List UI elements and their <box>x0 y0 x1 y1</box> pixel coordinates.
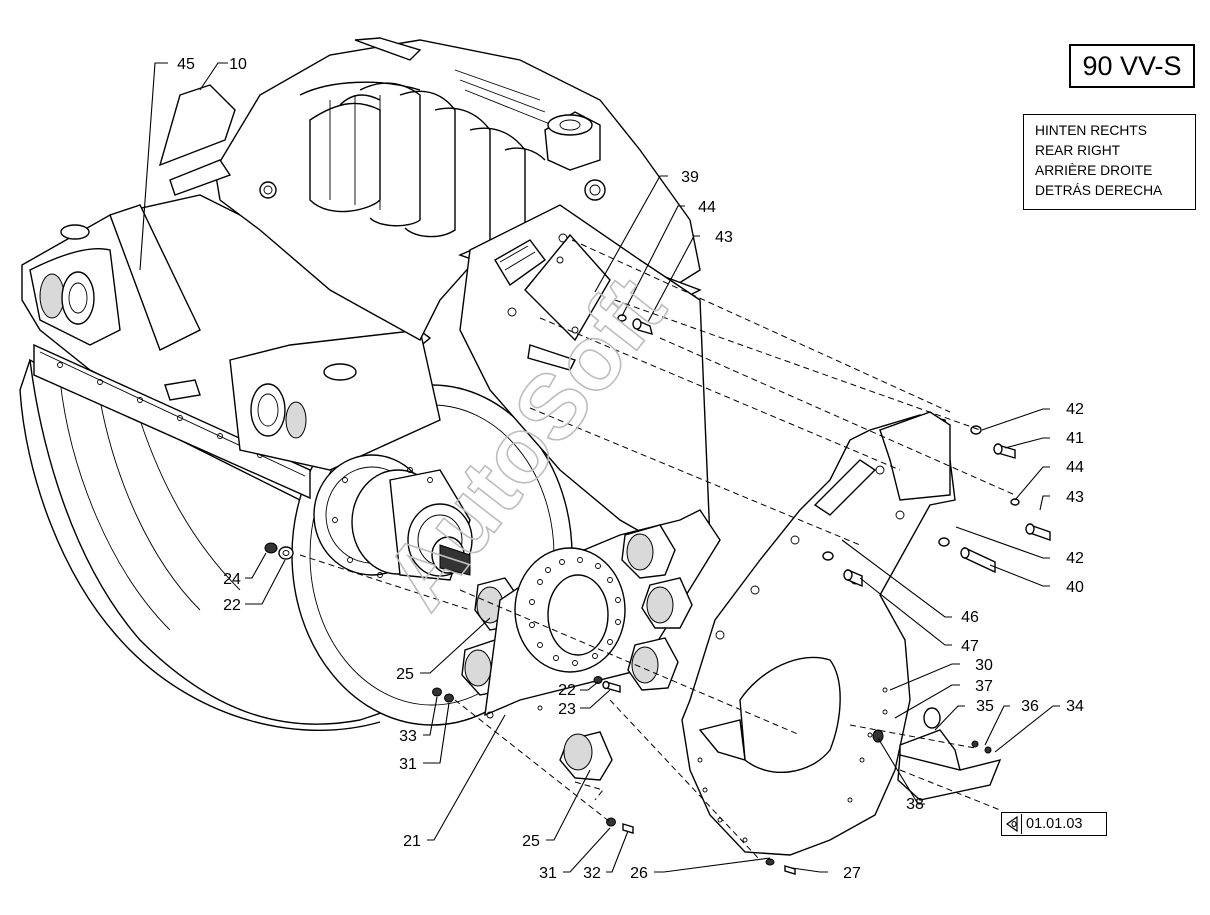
callout-47: 47 <box>961 638 979 655</box>
callout-42: 42 <box>1066 401 1084 418</box>
callout-36: 36 <box>1021 698 1039 715</box>
callout-33: 33 <box>399 728 417 745</box>
side-cover-30 <box>681 411 956 856</box>
drive-motor <box>313 454 473 581</box>
callout-27: 27 <box>843 865 861 882</box>
rubber-buffers-right <box>621 524 693 691</box>
callout-42: 42 <box>1066 550 1084 567</box>
callout-34: 34 <box>1066 698 1084 715</box>
fasteners-22-23 <box>593 676 621 693</box>
callout-31: 31 <box>399 756 417 773</box>
callout-45: 45 <box>177 56 195 73</box>
callout-23: 23 <box>558 701 576 718</box>
callout-30: 30 <box>975 657 993 674</box>
view-label-de: HINTEN RECHTS <box>1035 123 1147 138</box>
reference-code: 01.01.03 <box>1026 816 1083 832</box>
frame-chassis <box>21 194 441 500</box>
callout-22: 22 <box>558 682 576 699</box>
reference-arrow-icon <box>1003 814 1022 834</box>
view-label-fr: ARRIÈRE DROITE <box>1035 163 1153 178</box>
callout-44: 44 <box>698 199 716 216</box>
callout-39: 39 <box>681 169 699 186</box>
callout-32: 32 <box>583 865 601 882</box>
view-label-en: REAR RIGHT <box>1035 143 1121 158</box>
view-label-es: DETRÁS DERECHA <box>1035 183 1163 198</box>
bracket-assembly <box>872 707 1002 801</box>
frame-side-plate <box>459 204 711 561</box>
callout-31: 31 <box>539 865 557 882</box>
callout-numbers: 45 10 39 44 43 42 41 44 43 42 40 46 47 3… <box>177 56 1084 882</box>
callout-37: 37 <box>975 678 993 695</box>
model-label: 90 VV-S <box>1069 44 1195 88</box>
washers-24-22 <box>264 542 294 560</box>
callout-43: 43 <box>1066 489 1084 506</box>
callout-25: 25 <box>522 833 540 850</box>
nuts-33-31 <box>432 687 634 834</box>
callout-10: 10 <box>229 56 247 73</box>
view-orientation-label: HINTEN RECHTS REAR RIGHT ARRIÈRE DROITE … <box>1023 114 1196 210</box>
callout-26: 26 <box>630 865 648 882</box>
callout-22: 22 <box>223 597 241 614</box>
callout-40: 40 <box>1066 579 1084 596</box>
callout-24: 24 <box>223 571 241 588</box>
assembly-lines <box>299 239 1016 861</box>
callout-35: 35 <box>976 698 994 715</box>
leader-lines <box>139 62 1060 873</box>
callout-25: 25 <box>396 666 414 683</box>
callout-38: 38 <box>906 796 924 813</box>
fasteners-upper <box>617 314 1051 875</box>
callout-41: 41 <box>1066 430 1084 447</box>
callout-21: 21 <box>403 833 421 850</box>
callout-44: 44 <box>1066 459 1084 476</box>
callout-43: 43 <box>715 229 733 246</box>
cross-reference-link[interactable]: 01.01.03 <box>1001 812 1107 836</box>
callout-46: 46 <box>961 609 979 626</box>
